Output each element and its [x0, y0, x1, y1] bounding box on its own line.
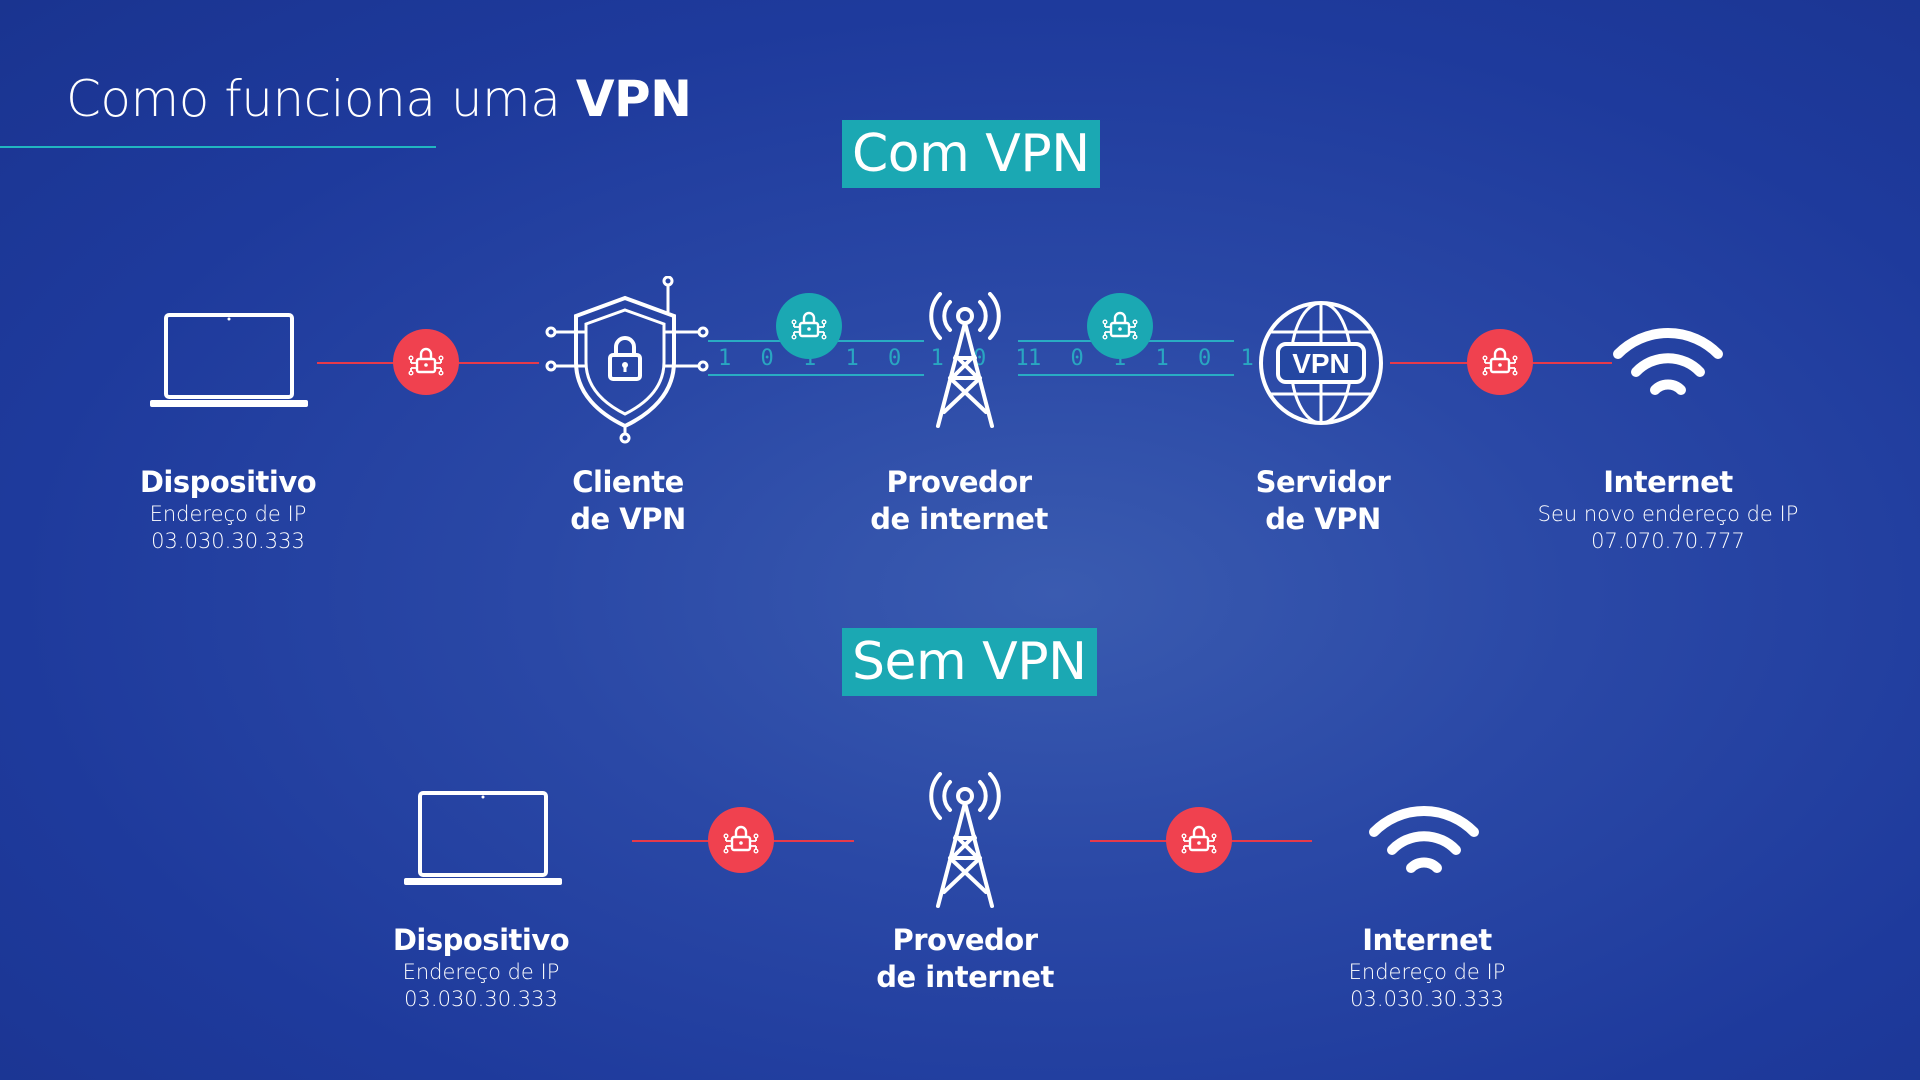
- node-vpn-server: Servidor de VPN: [1256, 464, 1391, 538]
- node-sub: Endereço de IP: [1348, 960, 1506, 984]
- node-vpn-client: Cliente de VPN: [570, 464, 686, 538]
- node-name-line2: de internet: [870, 502, 1048, 536]
- node-sub: Endereço de IP: [402, 960, 560, 984]
- node-device: Dispositivo Endereço de IP 03.030.30.333: [139, 464, 317, 555]
- lock-icon: [776, 293, 842, 359]
- node-name: Cliente: [572, 465, 684, 499]
- node-name-line2: de internet: [876, 960, 1054, 994]
- title-bold: VPN: [575, 70, 692, 128]
- node-name: Dispositivo: [139, 465, 317, 499]
- node-internet: Internet Seu novo endereço de IP 07.070.…: [1538, 464, 1799, 555]
- node-sub: Endereço de IP: [149, 502, 307, 526]
- node-device: Dispositivo Endereço de IP 03.030.30.333: [392, 922, 570, 1013]
- lock-icon: [1087, 293, 1153, 359]
- node-ip: 03.030.30.333: [404, 987, 558, 1011]
- shield-lock-icon: [545, 276, 709, 444]
- lock-icon: [393, 329, 459, 395]
- node-name: Provedor: [892, 923, 1038, 957]
- with-vpn-badge: Com VPN: [842, 120, 1100, 188]
- node-name: Internet: [1362, 923, 1492, 957]
- node-name-line2: de VPN: [570, 502, 686, 536]
- vpn-globe-icon: VPN: [1259, 301, 1383, 425]
- laptop-icon: [150, 313, 308, 407]
- lock-icon: [708, 807, 774, 873]
- node-ip: 07.070.70.777: [1591, 529, 1745, 553]
- page-title: Como funciona uma VPN: [66, 70, 692, 128]
- node-sub: Seu novo endereço de IP: [1537, 502, 1799, 526]
- cell-tower-icon: [929, 292, 1001, 428]
- node-name: Dispositivo: [392, 923, 570, 957]
- cell-tower-icon: [929, 772, 1001, 908]
- node-internet: Internet Endereço de IP 03.030.30.333: [1349, 922, 1506, 1013]
- laptop-icon: [404, 791, 562, 885]
- node-name-line2: de VPN: [1265, 502, 1381, 536]
- title-underline: [0, 146, 436, 148]
- node-name: Servidor: [1255, 465, 1391, 499]
- wifi-icon: [1369, 805, 1479, 873]
- node-isp: Provedor de internet: [870, 464, 1048, 538]
- without-vpn-badge: Sem VPN: [842, 628, 1097, 696]
- node-ip: 03.030.30.333: [1350, 987, 1504, 1011]
- lock-icon: [1467, 329, 1533, 395]
- title-light: Como funciona uma: [66, 70, 561, 128]
- node-ip: 03.030.30.333: [151, 529, 305, 553]
- node-name: Internet: [1603, 465, 1733, 499]
- vpn-icon-text: VPN: [1292, 348, 1350, 379]
- lock-icon: [1166, 807, 1232, 873]
- node-isp: Provedor de internet: [876, 922, 1054, 996]
- wifi-icon: [1613, 327, 1723, 395]
- node-name: Provedor: [886, 465, 1032, 499]
